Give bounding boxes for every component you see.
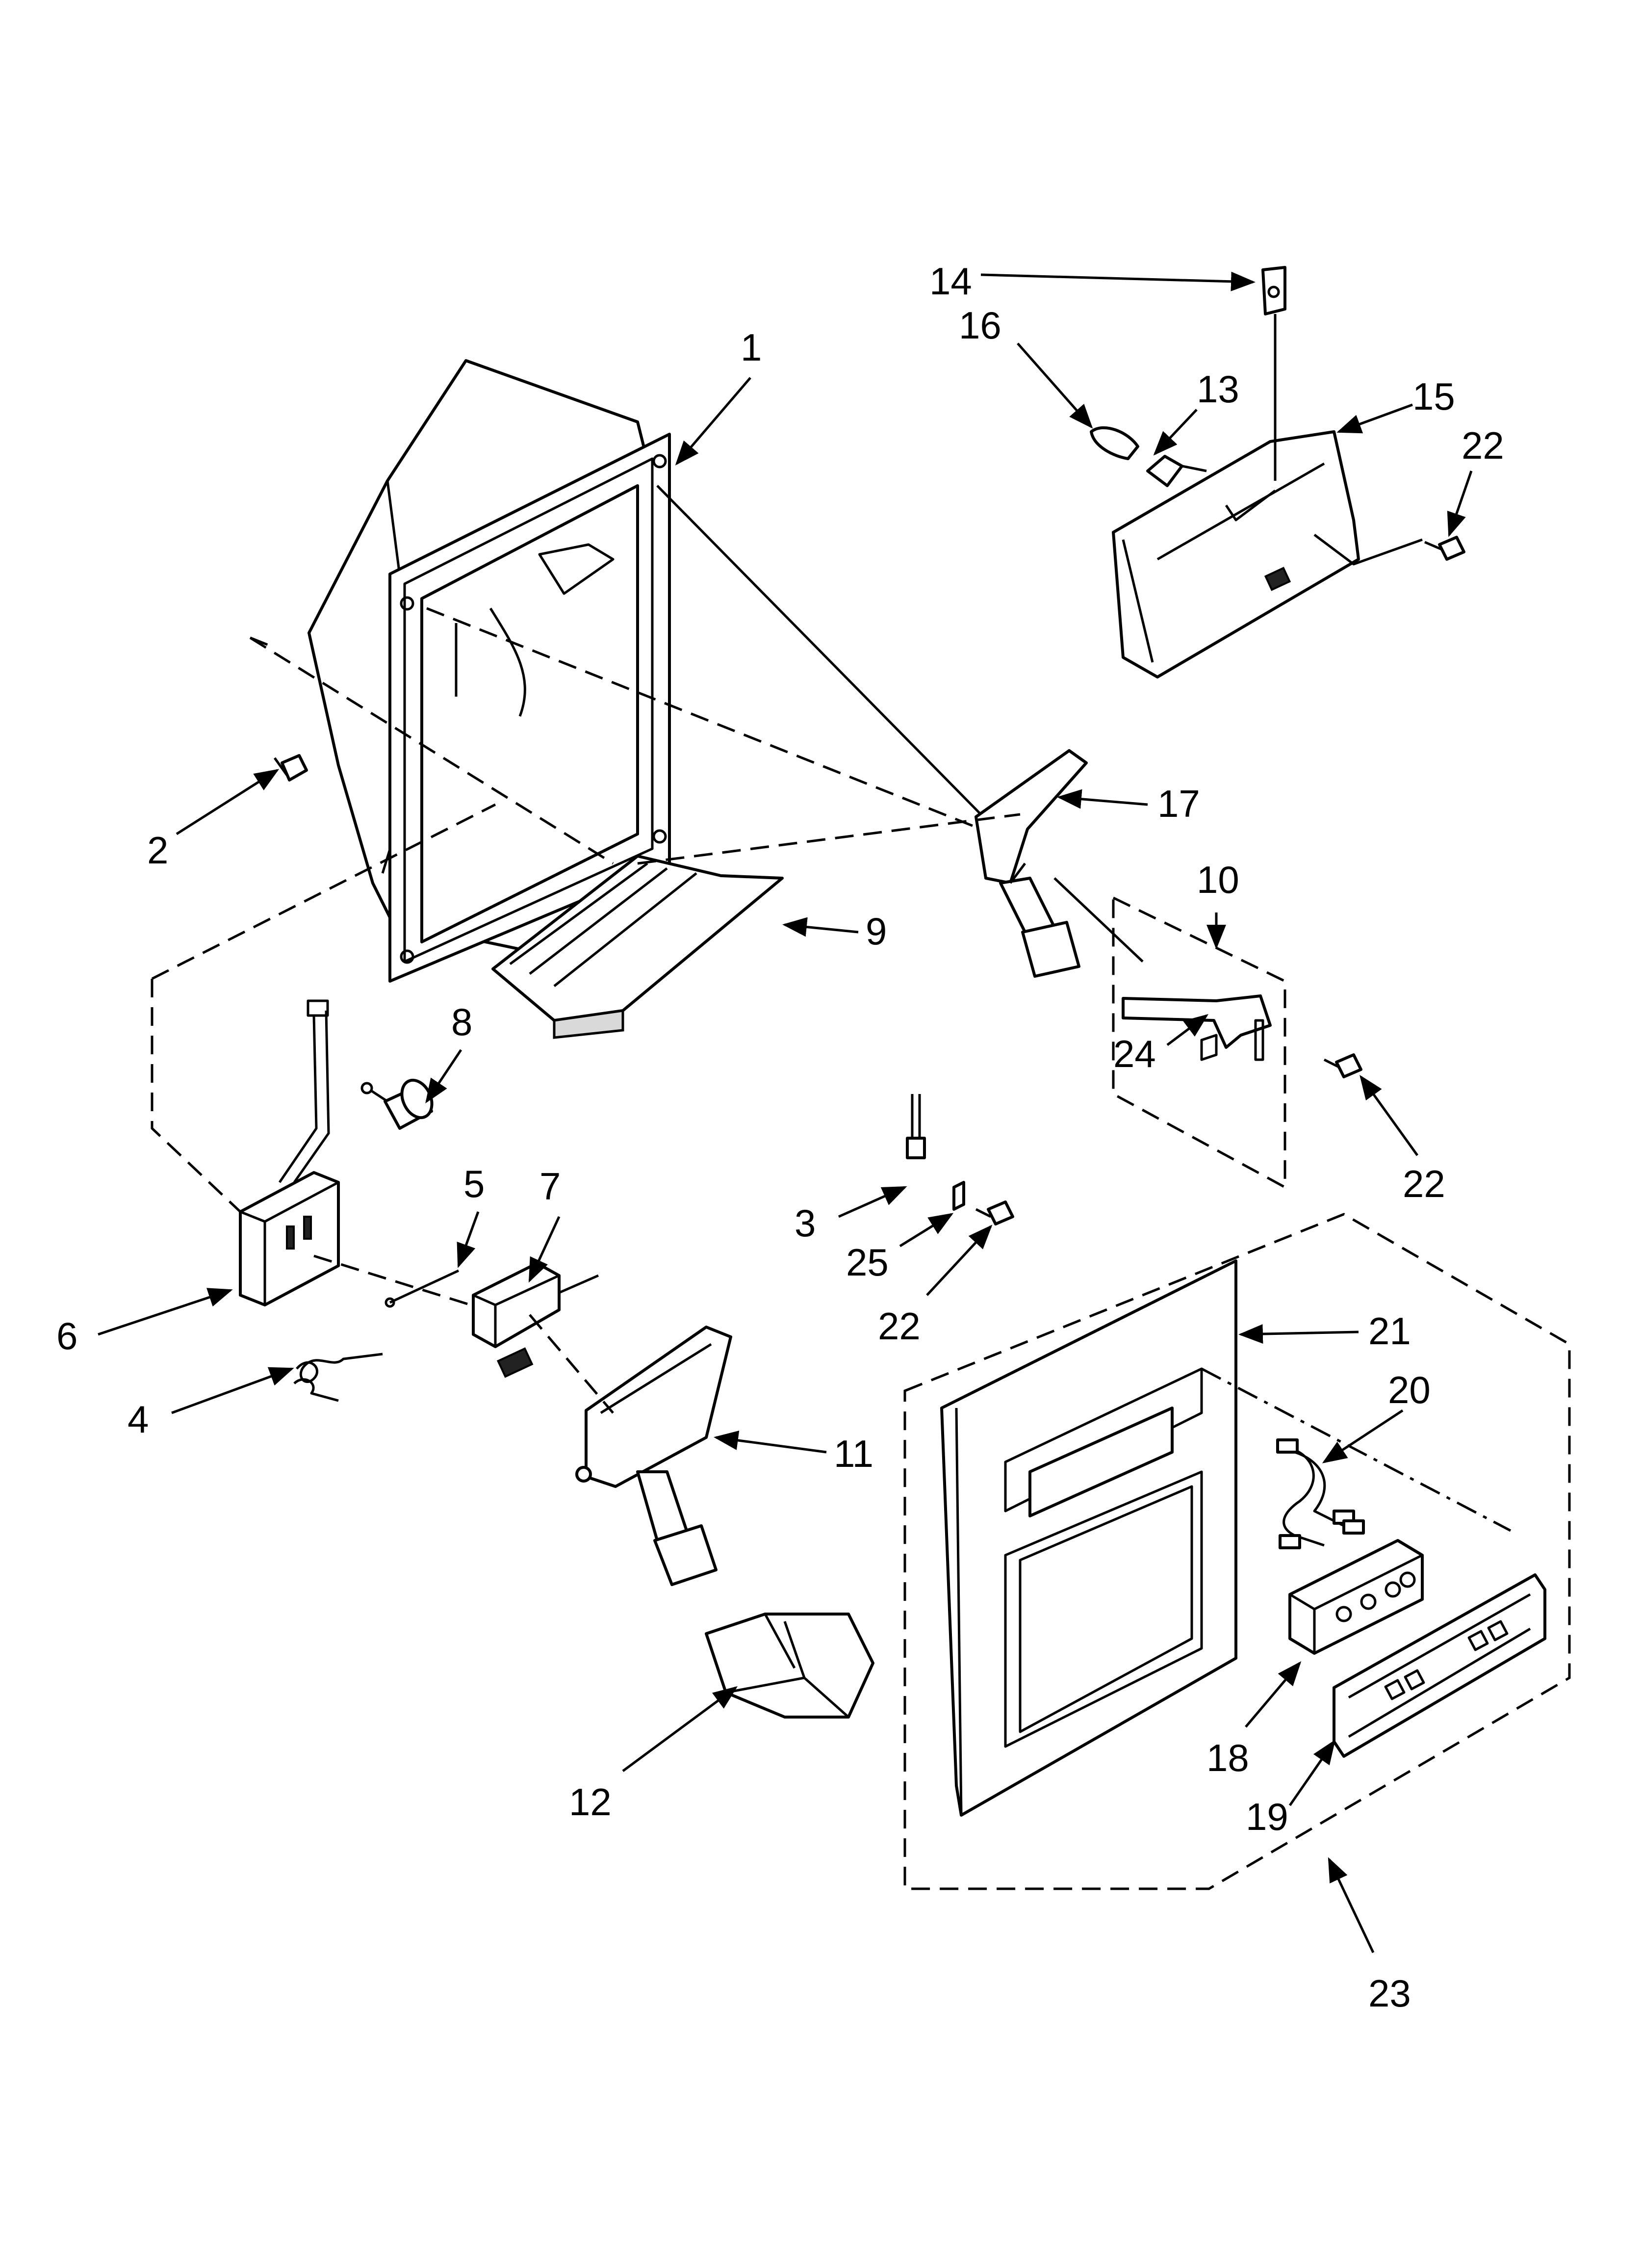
callout-19: 19 <box>1246 1795 1288 1838</box>
callout-25: 25 <box>846 1241 889 1284</box>
callout-22-top: 22 <box>1462 424 1504 467</box>
callout-13: 13 <box>1197 367 1239 411</box>
part-1-dispenser-housing <box>308 359 671 983</box>
callout-8: 8 <box>451 1000 472 1043</box>
callout-20: 20 <box>1388 1368 1431 1411</box>
callout-12: 12 <box>569 1780 612 1824</box>
callout-1: 1 <box>741 326 762 369</box>
part-22-screw-top <box>1424 536 1465 561</box>
part-15-dispenser-bracket <box>1112 430 1423 678</box>
part-9-drip-tray <box>491 855 784 1039</box>
part-22-screw-right <box>1323 1053 1362 1078</box>
callout-22-right: 22 <box>1403 1162 1445 1205</box>
callout-5: 5 <box>463 1162 485 1205</box>
part-3-sensor <box>906 1094 926 1159</box>
part-10-group <box>1112 896 1286 1190</box>
part-2-screw <box>273 754 308 782</box>
callout-labels: 1 2 9 8 5 7 6 4 11 12 17 10 24 22 3 25 2… <box>56 260 1504 2015</box>
callout-11: 11 <box>834 1432 873 1475</box>
part-18-control-board <box>1288 1539 1424 1655</box>
part-20-wire-harness <box>1276 1438 1365 1549</box>
callout-23: 23 <box>1368 1972 1411 2015</box>
part-22-screw-center <box>975 1200 1014 1225</box>
part-17-water-lever <box>975 749 1088 978</box>
part-11-ice-lever <box>575 1326 732 1586</box>
callout-22-center: 22 <box>878 1304 921 1348</box>
callout-24: 24 <box>1113 1032 1156 1075</box>
callout-7: 7 <box>539 1165 561 1208</box>
part-23-group <box>903 1213 1571 1890</box>
part-25-contact <box>952 1181 965 1211</box>
part-8-solenoid <box>360 1078 434 1130</box>
part-21-dispenser-panel <box>940 1259 1237 1817</box>
part-19-control-overlay <box>1333 1573 1546 1758</box>
part-16-lamp <box>1090 426 1139 460</box>
callout-15: 15 <box>1412 375 1455 418</box>
part-14-switch <box>1261 266 1286 481</box>
part-12-ice-chute <box>705 1613 874 1719</box>
part-13-lamp-socket <box>1146 455 1207 487</box>
part-5-pin <box>385 1269 460 1308</box>
callout-4: 4 <box>128 1398 149 1441</box>
callout-2: 2 <box>147 829 168 872</box>
callout-17: 17 <box>1157 782 1200 825</box>
callout-14: 14 <box>929 260 972 303</box>
leader-lines <box>98 271 1473 1954</box>
callout-6: 6 <box>56 1314 77 1357</box>
callout-18: 18 <box>1206 1736 1249 1779</box>
callout-16: 16 <box>959 304 1001 347</box>
callout-10: 10 <box>1197 858 1239 901</box>
part-6-switch-block <box>239 999 340 1306</box>
callout-21: 21 <box>1368 1309 1411 1353</box>
part-4-springs <box>293 1353 383 1402</box>
part-7-actuator <box>472 1262 599 1378</box>
callout-9: 9 <box>866 910 887 953</box>
callout-3: 3 <box>795 1201 816 1245</box>
assembly-lines <box>151 485 1512 1532</box>
